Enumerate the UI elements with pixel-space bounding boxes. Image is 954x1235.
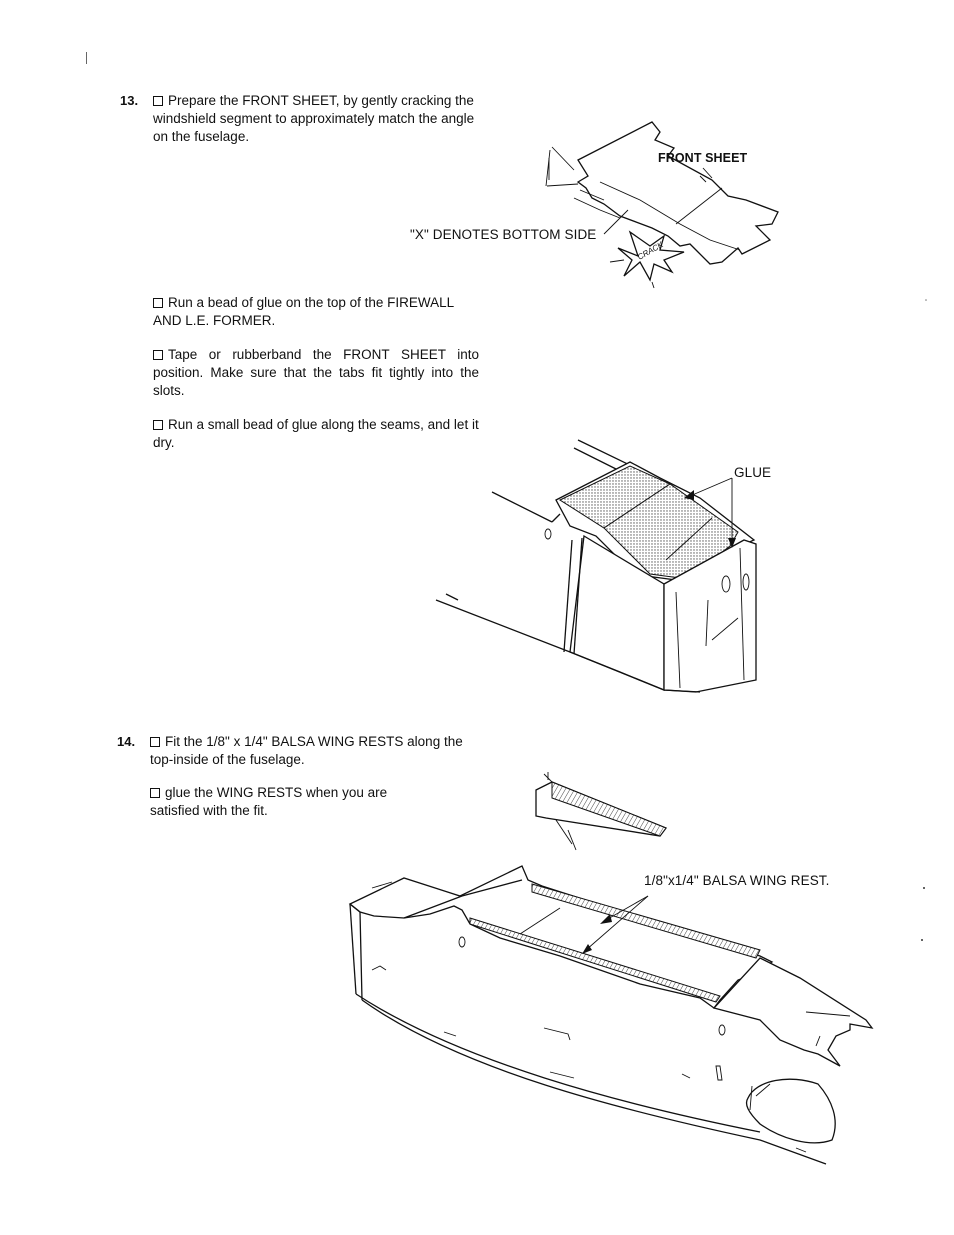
front-sheet-label: FRONT SHEET (658, 151, 748, 165)
x-denotes-label: "X" DENOTES BOTTOM SIDE (410, 227, 597, 242)
instruction-text: glue the WING RESTS when you are satisfi… (150, 785, 388, 818)
checkbox[interactable] (150, 788, 160, 798)
step-13-instruction-3: Tape or rubberband the FRONT SHEET into … (153, 346, 479, 400)
glue-label: GLUE (734, 465, 772, 480)
instruction-text: Tape or rubberband the FRONT SHEET into … (153, 347, 479, 398)
checkbox[interactable] (150, 737, 160, 747)
checkbox[interactable] (153, 350, 163, 360)
checkbox[interactable] (153, 420, 163, 430)
step-13-number: 13. (120, 93, 139, 108)
wing-rest-label: 1/8"x1/4" BALSA WING REST. (644, 873, 830, 888)
margin-mark (86, 52, 87, 64)
instruction-text: Run a small bead of glue along the seams… (153, 417, 479, 450)
instruction-text: Prepare the FRONT SHEET, by gently crack… (153, 93, 475, 144)
step-13-instruction-4: Run a small bead of glue along the seams… (153, 416, 483, 452)
step-14-instruction-1: Fit the 1/8" x 1/4" BALSA WING RESTS alo… (150, 733, 480, 769)
step-13-instruction-1: Prepare the FRONT SHEET, by gently crack… (153, 92, 483, 146)
step-13-instruction-2: Run a bead of glue on the top of the FIR… (153, 294, 483, 330)
step-14-number: 14. (117, 734, 136, 749)
checkbox[interactable] (153, 298, 163, 308)
instruction-text: Run a bead of glue on the top of the FIR… (153, 295, 454, 328)
instruction-text: Fit the 1/8" x 1/4" BALSA WING RESTS alo… (150, 734, 463, 767)
checkbox[interactable] (153, 96, 163, 106)
step-14-instruction-2: glue the WING RESTS when you are satisfi… (150, 784, 394, 820)
